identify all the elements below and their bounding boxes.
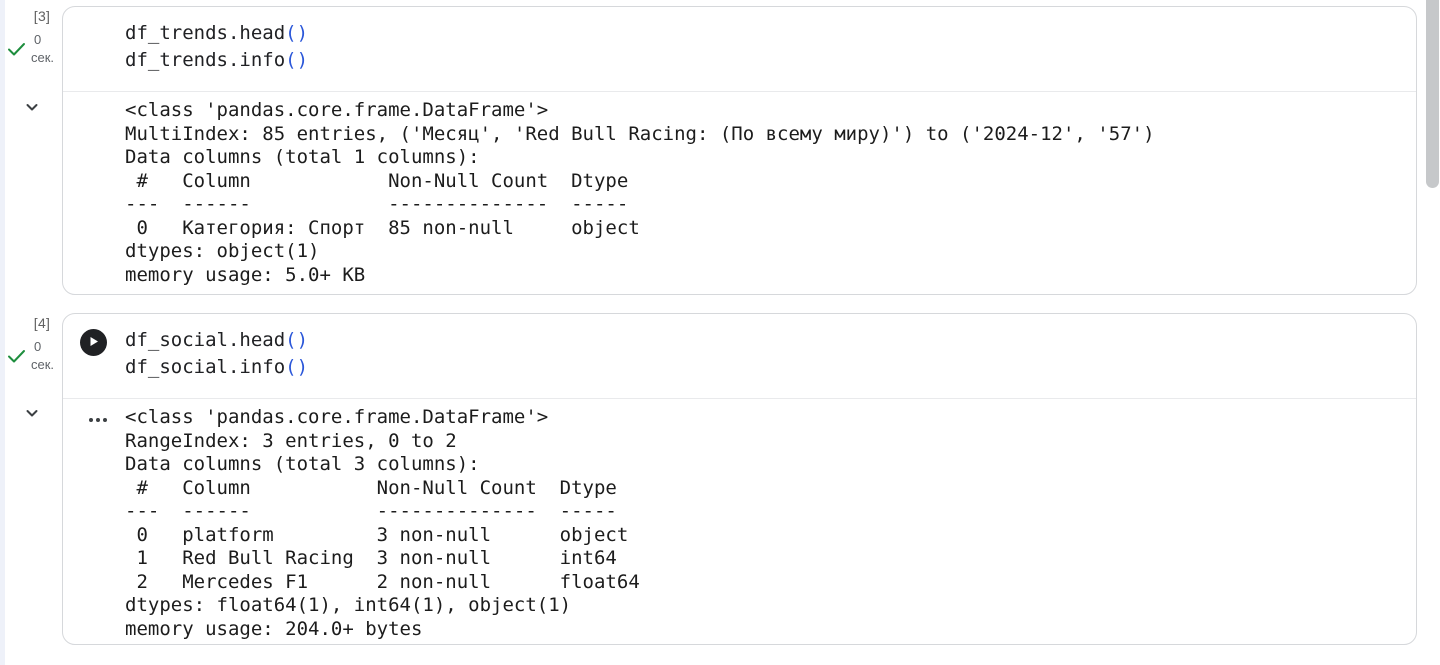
output-area: <class 'pandas.core.frame.DataFrame'> Mu… [63, 92, 1416, 287]
code-parens: () [285, 49, 309, 71]
success-check-icon [7, 42, 26, 62]
panel-edge-strip [0, 0, 5, 665]
code-parens: () [285, 22, 309, 44]
ellipsis-icon [88, 411, 108, 426]
output-collapse-button[interactable] [21, 97, 43, 119]
play-icon [87, 335, 100, 351]
code-parens: () [285, 356, 309, 378]
code-text: df_social.info [125, 356, 286, 378]
code-text: df_social.head [125, 329, 286, 351]
execution-count-label: [3] [33, 8, 51, 24]
execution-status: 0 сек. [7, 31, 54, 67]
execution-time: 0 сек. [31, 31, 54, 67]
success-check-icon [7, 349, 26, 369]
execution-time-value: 0 [34, 339, 42, 354]
execution-time: 0 сек. [31, 338, 54, 374]
cell-output-divider [63, 398, 1416, 399]
run-cell-button[interactable] [80, 329, 107, 356]
output-options-button[interactable] [85, 409, 111, 427]
code-text: df_trends.info [125, 49, 286, 71]
code-text: df_trends.head [125, 22, 286, 44]
output-collapse-button[interactable] [21, 403, 43, 425]
output-area: <class 'pandas.core.frame.DataFrame'> Ra… [63, 399, 1416, 641]
code-cell: df_trends.head() df_trends.info() <class… [62, 6, 1417, 295]
chevron-down-icon [24, 405, 40, 424]
chevron-down-icon [24, 99, 40, 118]
code-editor[interactable]: df_social.head() df_social.info() [63, 314, 1416, 398]
code-cell: df_social.head() df_social.info() <class… [62, 313, 1417, 645]
code-editor[interactable]: df_trends.head() df_trends.info() [63, 7, 1416, 91]
dataframe-info-output: <class 'pandas.core.frame.DataFrame'> Ra… [125, 406, 640, 640]
dataframe-info-output: <class 'pandas.core.frame.DataFrame'> Mu… [125, 99, 1155, 286]
code-line: df_trends.head() [125, 20, 1416, 47]
cell-output-divider [63, 91, 1416, 92]
execution-status: 0 сек. [7, 338, 54, 374]
code-line: df_social.info() [125, 354, 1416, 381]
execution-time-value: 0 [34, 32, 42, 47]
vertical-scrollbar-thumb[interactable] [1426, 0, 1439, 188]
code-line: df_social.head() [125, 327, 1416, 354]
code-parens: () [285, 329, 309, 351]
code-line: df_trends.info() [125, 47, 1416, 74]
execution-time-unit: сек. [31, 50, 55, 65]
execution-count-label: [4] [33, 315, 51, 331]
execution-time-unit: сек. [31, 357, 55, 372]
